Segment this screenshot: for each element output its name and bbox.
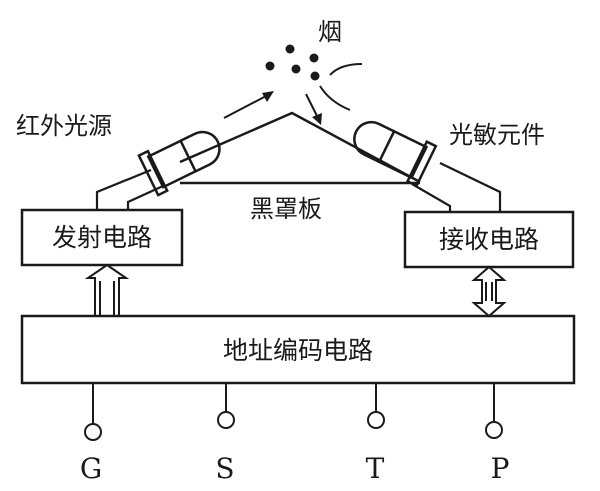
pin-t: T xyxy=(366,383,385,485)
pin-p-label: P xyxy=(491,452,510,485)
address-encoding-circuit-label: 地址编码电路 xyxy=(223,336,373,365)
photosensitive-element-label: 光敏元件 xyxy=(449,121,545,149)
pin-t-label: T xyxy=(366,452,385,485)
black-cover-plate-label: 黑罩板 xyxy=(250,195,322,223)
pin-s: S xyxy=(215,383,235,485)
smoke-trail xyxy=(319,85,351,111)
light-ray-arrows xyxy=(223,91,322,125)
emitter-lead-right xyxy=(126,184,164,210)
receiver-lead-left xyxy=(411,183,452,212)
emitter-circuit-label: 发射电路 xyxy=(52,223,152,252)
address-encoding-circuit-box xyxy=(20,314,576,385)
smoke-label: 烟 xyxy=(318,18,342,46)
emitter-circuit-box xyxy=(20,208,184,267)
black-cover-plate xyxy=(179,111,421,185)
smoke-swirl xyxy=(329,63,363,76)
receiver-lead-right xyxy=(439,162,502,212)
emitter-lead-left xyxy=(95,168,152,210)
pin-g: G xyxy=(80,383,102,485)
pin-g-label: G xyxy=(80,452,102,485)
smoke-particles xyxy=(265,44,320,81)
pin-p: P xyxy=(485,383,510,485)
receiver-circuit-label: 接收电路 xyxy=(439,225,539,254)
photosensitive-element xyxy=(353,120,438,188)
infrared-led xyxy=(137,130,221,197)
emitter-signal-arrow xyxy=(84,263,130,315)
infrared-source-label: 红外光源 xyxy=(16,112,112,140)
pin-s-label: S xyxy=(215,452,234,485)
receiver-signal-arrow xyxy=(471,265,507,318)
